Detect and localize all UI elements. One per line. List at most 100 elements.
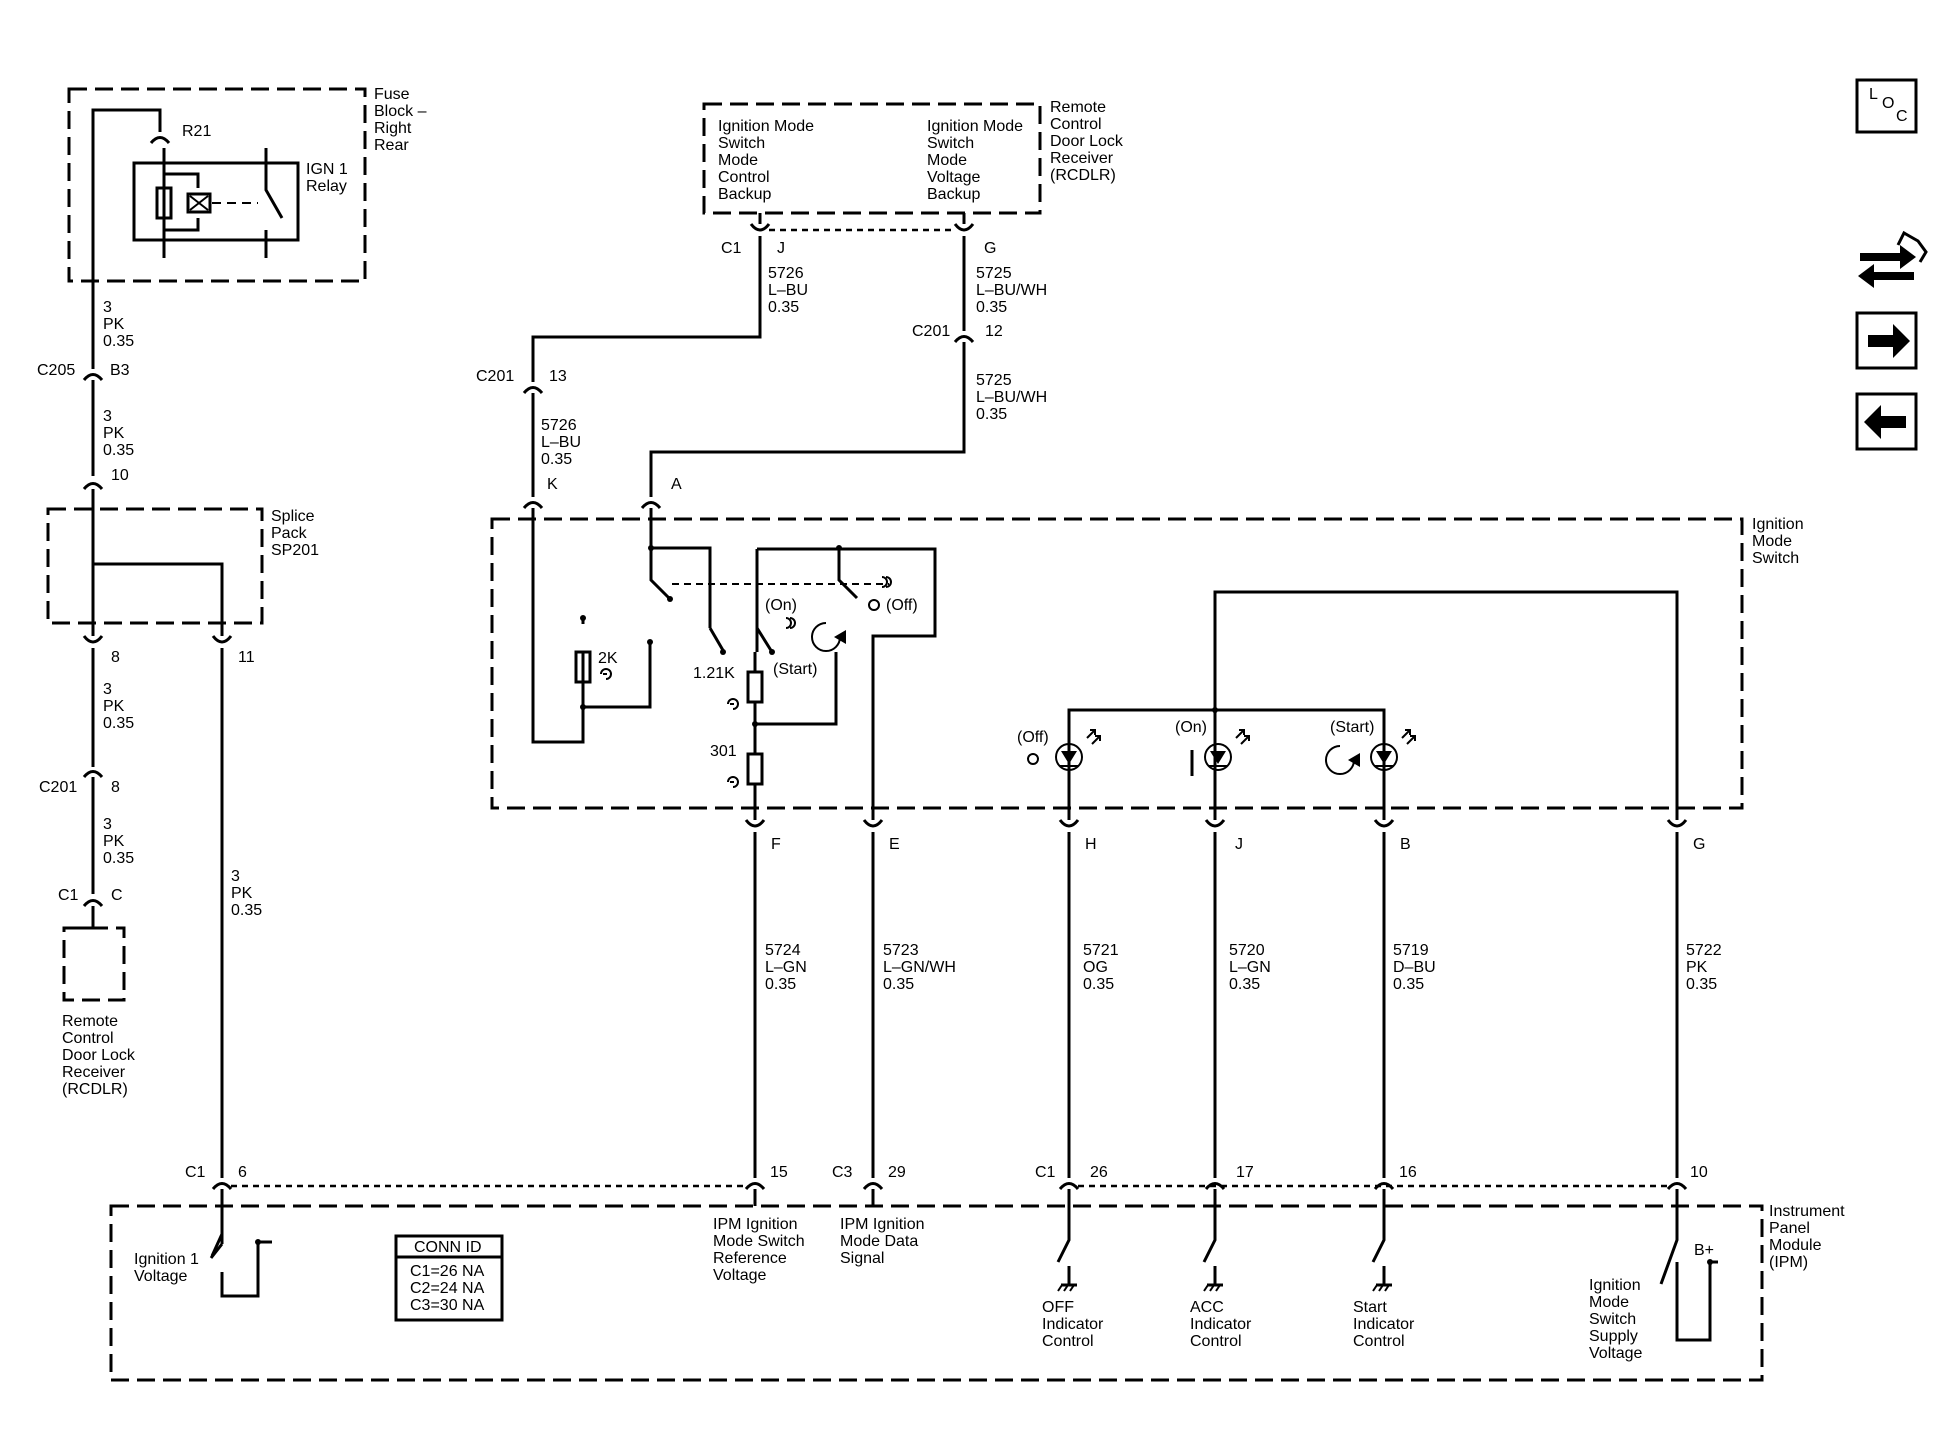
- switch-e-label: E: [889, 836, 900, 853]
- ipm-acc-indicator-label-line: ACC: [1190, 1299, 1224, 1316]
- wire-splice-11-label-line: PK: [231, 885, 253, 902]
- ipm-ignition1-label-line: Ignition 1: [134, 1251, 199, 1268]
- ipm-pins: [211, 1182, 1688, 1191]
- resistor-121k-label: 1.21K: [693, 665, 735, 682]
- c201-12-label: C201: [912, 323, 950, 340]
- relay-outline: [132, 161, 300, 242]
- wire-5725-mid-label-line: 0.35: [976, 406, 1007, 423]
- led-off-label: (Off): [1017, 729, 1049, 746]
- wire-5726-top-label-line: 0.35: [768, 299, 799, 316]
- wire-c205-out-label-line: 0.35: [103, 442, 134, 459]
- ipm-off-indicator-label-line: Indicator: [1042, 1316, 1104, 1333]
- ipm-c1-label: C1: [185, 1164, 206, 1181]
- rcdlr-left-label-line: Receiver: [62, 1064, 126, 1081]
- fuse-r21-terminal: [149, 136, 171, 145]
- ignition-switch-outline: [490, 517, 1744, 810]
- switch-contact-d: [837, 548, 859, 600]
- ipm-start-indicator-label-line: Indicator: [1353, 1316, 1415, 1333]
- rcdlr-top-label-line: (RCDLR): [1050, 167, 1116, 184]
- ipm-ref-voltage-label-line: Mode Switch: [713, 1233, 805, 1250]
- wire-5723-label-line: 5723: [883, 942, 919, 959]
- conn-id-c3: C3=30 NA: [410, 1297, 485, 1314]
- fuse-block-label-line: Block –: [374, 103, 427, 120]
- start-rotation-icon: [811, 622, 841, 652]
- c201-12-pin-label: 12: [985, 323, 1003, 340]
- c201-13-label: C201: [476, 368, 514, 385]
- mode-voltage-backup-label-line: Ignition Mode: [927, 118, 1023, 135]
- rcdlr-c-terminal: [82, 899, 104, 908]
- switch-2k-circuit: [531, 508, 652, 744]
- mode-control-backup-label-line: Control: [718, 169, 770, 186]
- next-page-button[interactable]: [1855, 311, 1918, 370]
- ipm-10-label: 10: [1690, 1164, 1708, 1181]
- switch-contact-c: [755, 622, 774, 653]
- relay-coil-symbol: [186, 192, 212, 214]
- mode-voltage-backup-label-line: Mode: [927, 152, 967, 169]
- ipm-ignition1-input: [209, 1240, 272, 1298]
- relay-coil-leads: [164, 172, 200, 232]
- previous-page-button[interactable]: [1855, 392, 1918, 451]
- component-locator-button[interactable]: L O C: [1855, 78, 1918, 134]
- wire-5725-top-label-line: 5725: [976, 265, 1012, 282]
- led-on: [1204, 729, 1250, 771]
- resistor-121k: [746, 670, 764, 704]
- rcdlr-j-terminal: [749, 223, 771, 232]
- ipm-supply-voltage-label-line: Switch: [1589, 1311, 1636, 1328]
- switch-contact-a: [649, 548, 671, 600]
- mode-voltage-backup-label-line: Backup: [927, 186, 980, 203]
- splice-pin10-label: 10: [111, 467, 129, 484]
- rcdlr-top-outline: [702, 102, 1042, 215]
- ipm-data-signal-label-line: IPM Ignition: [840, 1216, 924, 1233]
- c201-left-label: C201: [39, 779, 77, 796]
- mode-control-backup-label-line: Switch: [718, 135, 765, 152]
- led-start-label: (Start): [1330, 719, 1374, 736]
- fuse-block-label-line: Right: [374, 120, 412, 137]
- ipm-supply-voltage-label-line: Ignition: [1589, 1277, 1641, 1294]
- component-locator-icon[interactable]: [1858, 230, 1928, 288]
- rcdlr-j-label: J: [777, 240, 785, 257]
- rcdlr-c1-label: C1: [58, 887, 79, 904]
- relay-coil-cross: [189, 195, 209, 211]
- wire-relay-out-label-line: 3: [103, 299, 112, 316]
- ipm-label-line: Module: [1769, 1237, 1822, 1254]
- resistor-301-label: 301: [710, 743, 737, 760]
- ipm-26-label: 26: [1090, 1164, 1108, 1181]
- wire-c201-c-label-line: 0.35: [103, 850, 134, 867]
- wire-5720-label-line: 0.35: [1229, 976, 1260, 993]
- mode-control-backup-label-line: Ignition Mode: [718, 118, 814, 135]
- on-position-marker: [785, 617, 796, 629]
- ipm-acc-indicator-label-line: Indicator: [1190, 1316, 1252, 1333]
- switch-k-terminal: [522, 501, 544, 510]
- splice-pin8-label: 8: [111, 649, 120, 666]
- mode-voltage-backup-label-line: Switch: [927, 135, 974, 152]
- resistor-2k-label: 2K: [598, 650, 618, 667]
- wire-5721-label-line: OG: [1083, 959, 1108, 976]
- switch-j-label: J: [1235, 836, 1243, 853]
- splice-pin10-terminal: [82, 482, 104, 491]
- switch-a-label: A: [671, 476, 682, 493]
- ipm-c1b-label: C1: [1035, 1164, 1056, 1181]
- ipm-off-indicator-label-line: Control: [1042, 1333, 1094, 1350]
- c201-13-pin-label: 13: [549, 368, 567, 385]
- conn-id-c2: C2=24 NA: [410, 1280, 485, 1297]
- loc-letter-o: O: [1882, 95, 1894, 112]
- mode-control-backup-label-line: Mode: [718, 152, 758, 169]
- ipm-ref-voltage-label-line: IPM Ignition: [713, 1216, 797, 1233]
- wire-5722-label-line: 0.35: [1686, 976, 1717, 993]
- mode-control-backup-label-line: Backup: [718, 186, 771, 203]
- wire-5726-mid-label-line: 0.35: [541, 451, 572, 468]
- c201-13-terminal: [522, 386, 544, 395]
- wire-5725-top-label-line: 0.35: [976, 299, 1007, 316]
- splice-pin11-terminal: [211, 635, 233, 644]
